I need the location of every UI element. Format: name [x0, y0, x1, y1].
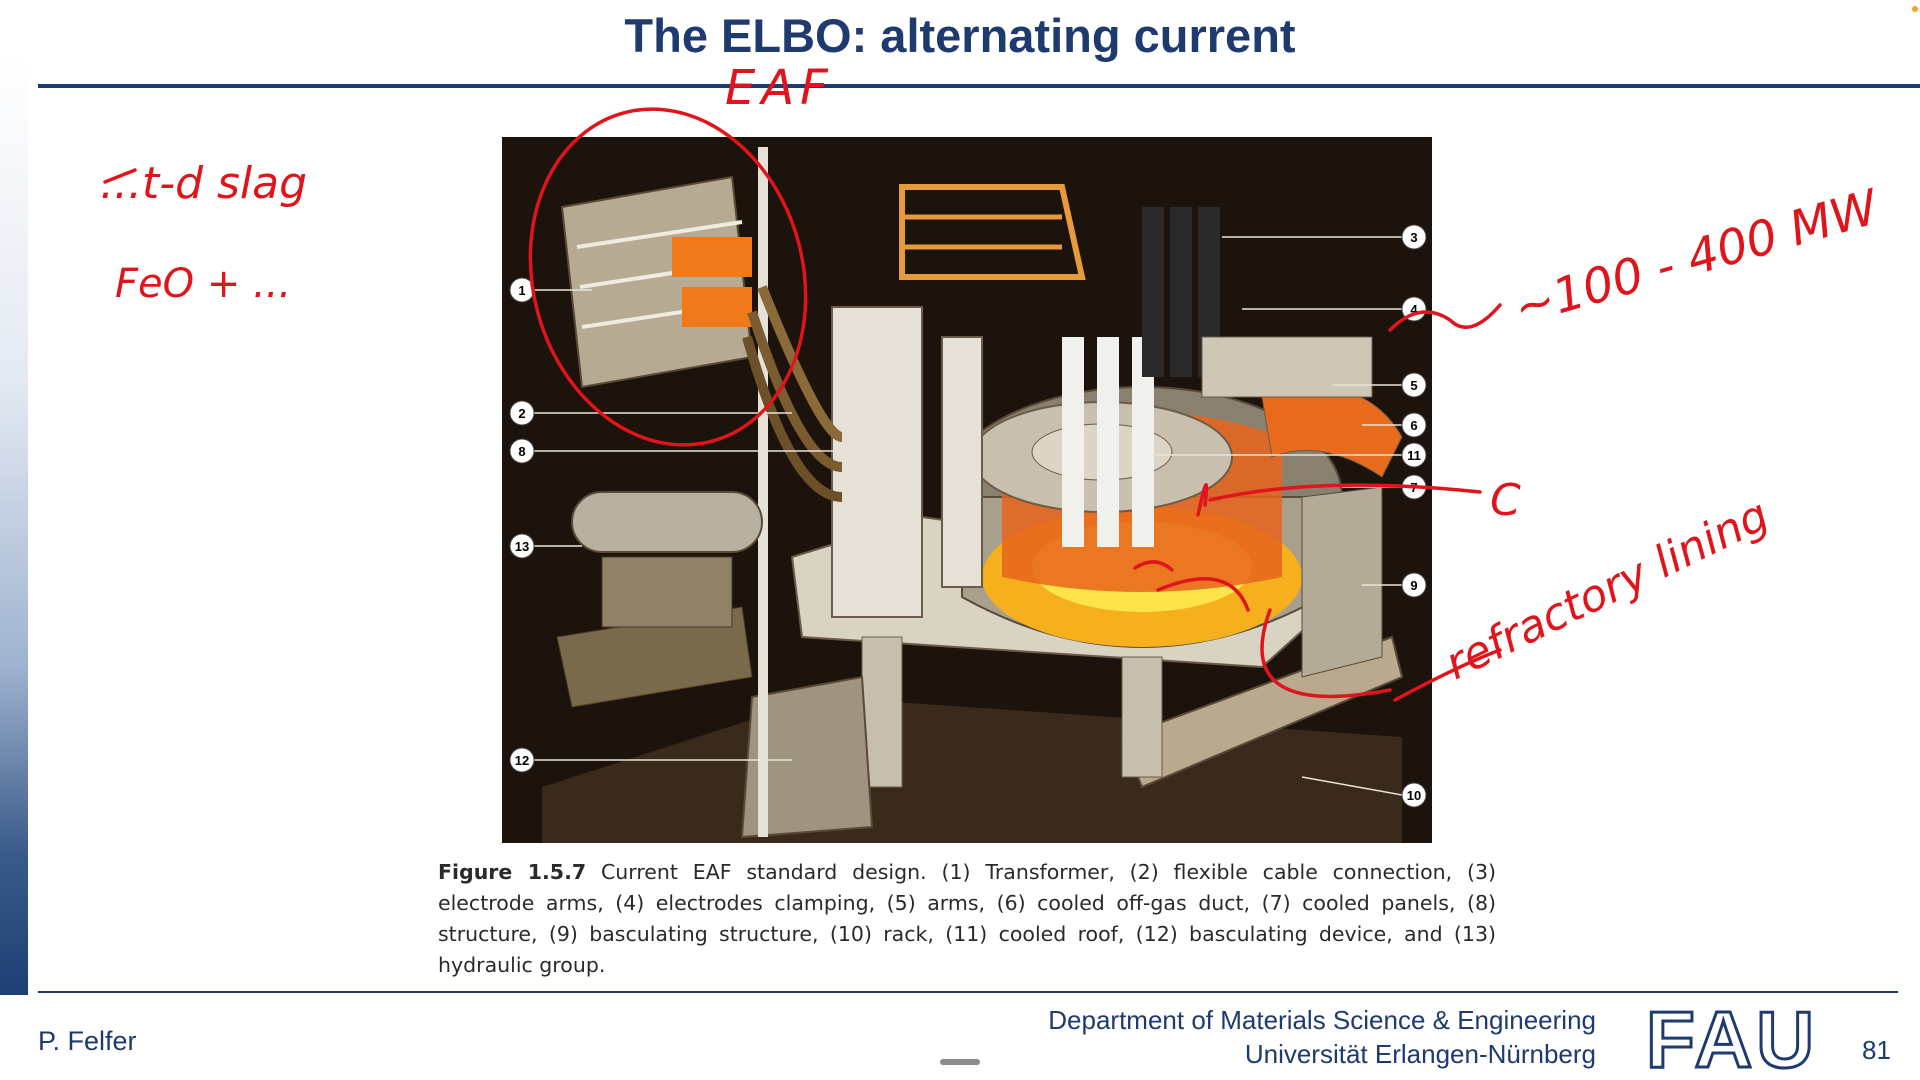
callout-7: 7 [1410, 480, 1417, 495]
hydraulic-tank [571, 491, 763, 553]
callout-6: 6 [1410, 418, 1417, 433]
department-line-2: Universität Erlangen-Nürnberg [1244, 1039, 1596, 1069]
callout-6-circle [1401, 412, 1427, 438]
transformer-terminals-2 [682, 287, 752, 327]
fau-logo-text: FAU [1646, 1007, 1818, 1073]
callout-8-circle [509, 438, 535, 464]
department-line-1: Department of Materials Science & Engine… [1048, 1005, 1596, 1035]
figure-caption-text: Current EAF standard design. (1) Transfo… [438, 860, 1496, 977]
annotation-lining: refractory lining [1437, 489, 1776, 689]
callout-3-circle [1401, 224, 1427, 250]
transformer-terminals-1 [672, 237, 752, 277]
annotation-eaf: EAF [725, 60, 834, 116]
callout-10: 10 [1407, 788, 1421, 803]
annotation-power: ~100 - 400 MW [1508, 179, 1886, 337]
callout-4: 4 [1410, 302, 1418, 317]
figure-caption: Figure 1.5.7 Current EAF standard design… [438, 857, 1496, 981]
callout-9-circle [1401, 572, 1427, 598]
hydraulic-unit [601, 556, 733, 628]
electrode-arms [899, 184, 1086, 280]
electrode-arm-bars [902, 214, 1062, 250]
basculating-device [740, 675, 874, 839]
fau-logo: FAU [1645, 1007, 1818, 1073]
transformer [560, 175, 754, 389]
electrode-2 [1097, 337, 1119, 547]
support-leg-right [1121, 656, 1163, 778]
callout-8: 8 [518, 444, 525, 459]
callout-12-circle [509, 747, 535, 773]
slide-title: The ELBO: alternating current [624, 9, 1296, 62]
callout-11-circle [1401, 442, 1427, 468]
callout-2: 2 [518, 406, 525, 421]
strike-mark [103, 168, 137, 184]
footer-rule [38, 991, 1898, 993]
callout-3: 3 [1410, 230, 1417, 245]
mast-column [941, 336, 983, 588]
mast-structure [831, 306, 923, 618]
eaf-figure: 1 2 3 4 5 6 7 8 9 10 11 12 13 [502, 137, 1432, 843]
callout-13-circle [509, 533, 535, 559]
callout-9: 9 [1410, 578, 1417, 593]
page-number: 81 [1862, 1035, 1891, 1065]
figure-label: Figure 1.5.7 [438, 860, 587, 884]
column-2 [1170, 207, 1192, 377]
callout-12: 12 [515, 753, 529, 768]
electrode-1 [1062, 337, 1084, 547]
electrode-3 [1132, 337, 1154, 547]
eaf-illustration: 1 2 3 4 5 6 7 8 9 10 11 12 13 [509, 147, 1427, 843]
side-gradient-bar [0, 55, 28, 995]
cooled-panels [1301, 486, 1383, 678]
callout-11: 11 [1407, 448, 1421, 463]
annotation-slag: ...t-d slag [100, 158, 307, 209]
annotation-feo: FeO + ... [115, 261, 291, 307]
column-3 [1198, 207, 1220, 377]
callouts: 1 2 3 4 5 6 7 8 9 10 11 12 13 [509, 224, 1427, 808]
callout-1: 1 [518, 283, 525, 298]
department: Department of Materials Science & Engine… [1048, 1003, 1596, 1071]
title-rule [38, 84, 1920, 88]
scrub-handle[interactable] [940, 1059, 980, 1065]
column-1 [1142, 207, 1164, 377]
callout-10-circle [1401, 782, 1427, 808]
callout-13: 13 [515, 539, 529, 554]
callout-5: 5 [1410, 378, 1417, 393]
callout-5-circle [1401, 372, 1427, 398]
pole [758, 147, 768, 837]
annotation-carbon: C [1490, 475, 1521, 526]
status-dot [1912, 6, 1918, 12]
duct-housing [1201, 336, 1373, 398]
author: P. Felfer [38, 1026, 137, 1056]
